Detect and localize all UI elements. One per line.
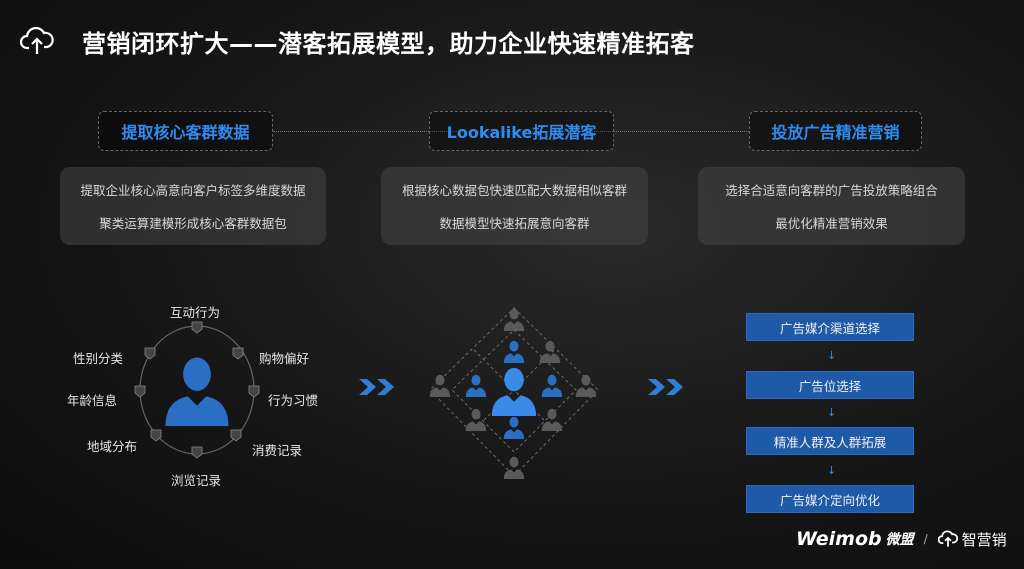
- tag-label: 性别分类: [73, 351, 124, 366]
- flow-step-text: 广告位选择: [798, 378, 862, 394]
- user-icon: [539, 340, 561, 363]
- user-icon: [503, 340, 525, 363]
- flow-step: 广告位选择: [746, 371, 914, 399]
- tag-label: 购物偏好: [259, 351, 310, 366]
- user-icon: [491, 367, 537, 416]
- desc-line: 数据模型快速拓展意向客群: [439, 216, 590, 231]
- flow-step-text: 广告媒介定向优化: [779, 492, 880, 508]
- shield-icon: [150, 429, 162, 442]
- tag-label: 浏览记录: [171, 473, 222, 488]
- step-title-ads: 投放广告精准营销: [749, 111, 922, 151]
- step-connector: [273, 131, 749, 132]
- shield-icon: [232, 347, 244, 360]
- shield-icon: [191, 446, 203, 459]
- shield-icon: [134, 385, 146, 398]
- flow-step: 广告媒介定向优化: [746, 485, 914, 513]
- tag-label: 互动行为: [170, 305, 221, 320]
- step-title-text: 提取核心客群数据: [121, 123, 250, 142]
- step-title-text: Lookalike拓展潜客: [446, 123, 597, 142]
- step-title-lookalike: Lookalike拓展潜客: [429, 111, 614, 151]
- arrow-down-icon: ↓: [827, 349, 837, 362]
- brand-separator: /: [923, 532, 928, 546]
- user-icon: [503, 308, 525, 331]
- core-user-diagram: [134, 321, 260, 459]
- desc-line: 最优化精准营销效果: [775, 216, 888, 231]
- user-icon: [465, 374, 487, 397]
- tag-label: 年龄信息: [67, 393, 118, 408]
- lookalike-network: [429, 307, 599, 479]
- shield-icon: [248, 385, 260, 398]
- user-icon: [541, 374, 563, 397]
- shield-icon: [144, 347, 156, 360]
- arrow-down-icon: ↓: [827, 406, 837, 419]
- tag-label: 地域分布: [87, 439, 138, 454]
- tag-label: 消费记录: [252, 443, 303, 458]
- step-desc-ads: 选择合适意向客群的广告投放策略组合 最优化精准营销效果: [698, 167, 965, 245]
- cloud-upload-icon: [20, 26, 54, 54]
- flow-step: 精准人群及人群拓展: [746, 427, 914, 455]
- cloud-upload-icon: [937, 530, 958, 547]
- user-icon: [541, 408, 563, 431]
- shield-icon: [230, 429, 242, 442]
- brand-logo: Weimob 微盟 / 智营销: [796, 528, 1007, 550]
- product-name: 智营销: [961, 530, 1007, 549]
- user-icon: [429, 374, 451, 397]
- desc-line: 聚类运算建模形成核心客群数据包: [99, 216, 287, 231]
- step-title-text: 投放广告精准营销: [771, 123, 900, 142]
- user-icon: [575, 374, 597, 397]
- user-icon: [503, 456, 525, 479]
- brand-name-cn: 微盟: [885, 532, 914, 548]
- brand-name: Weimob: [796, 528, 882, 550]
- page-title: 营销闭环扩大——潜客拓展模型，助力企业快速精准拓客: [82, 30, 695, 58]
- step-desc-lookalike: 根据核心数据包快速匹配大数据相似客群 数据模型快速拓展意向客群: [381, 167, 648, 245]
- shield-icon: [191, 321, 203, 334]
- user-icon: [165, 357, 229, 426]
- tag-label: 行为习惯: [268, 393, 319, 408]
- double-chevron-icon: [648, 379, 683, 395]
- user-icon: [465, 408, 487, 431]
- flow-step: 广告媒介渠道选择: [746, 313, 914, 341]
- user-icon: [503, 416, 525, 439]
- desc-line: 选择合适意向客群的广告投放策略组合: [725, 183, 938, 198]
- arrow-down-icon: ↓: [827, 464, 837, 477]
- desc-line: 提取企业核心高意向客户标签多维度数据: [80, 183, 306, 198]
- desc-line: 根据核心数据包快速匹配大数据相似客群: [401, 183, 627, 198]
- step-desc-extract: 提取企业核心高意向客户标签多维度数据 聚类运算建模形成核心客群数据包: [60, 167, 326, 245]
- flow-step-text: 广告媒介渠道选择: [779, 320, 880, 336]
- double-chevron-icon: [359, 379, 394, 395]
- flow-step-text: 精准人群及人群拓展: [773, 434, 887, 450]
- step-title-extract: 提取核心客群数据: [98, 111, 273, 151]
